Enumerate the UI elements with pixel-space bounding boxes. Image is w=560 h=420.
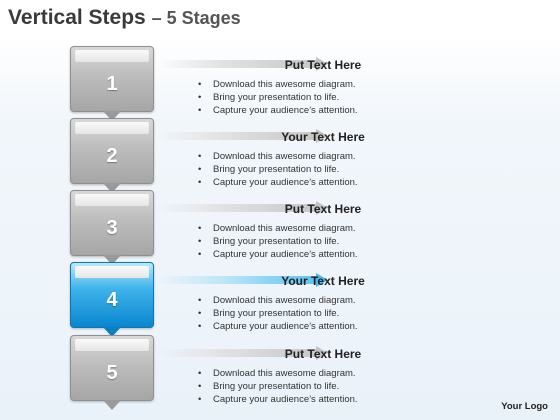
step-number: 3 <box>106 217 118 239</box>
right-arrow-icon <box>158 273 330 287</box>
step-heading: Put Text Here <box>284 347 362 361</box>
down-pointer-icon <box>103 400 121 410</box>
step-heading: Your Text Here <box>281 274 365 288</box>
step-box-cap <box>75 339 149 351</box>
step-bullet-list: Download this awesome diagram. Bring you… <box>198 367 358 406</box>
step-bullet-list: Download this awesome diagram. Bring you… <box>198 222 358 261</box>
step-number-box: 1 <box>70 46 154 112</box>
title-main: Vertical Steps <box>8 6 146 29</box>
title-subtitle: – 5 Stages <box>151 8 241 28</box>
step-heading: Your Text Here <box>281 130 365 144</box>
step-number-box: 4 <box>70 262 154 328</box>
step-heading: Put Text Here <box>284 58 362 72</box>
bullet-item: Bring your presentation to life. <box>198 91 358 104</box>
step-heading: Put Text Here <box>284 202 362 216</box>
bullet-item: Bring your presentation to life. <box>198 235 358 248</box>
step-number-box: 3 <box>70 190 154 256</box>
bullet-item: Download this awesome diagram. <box>198 150 358 163</box>
bullet-item: Capture your audience’s attention. <box>198 320 358 333</box>
slide-title: Vertical Steps – 5 Stages <box>8 6 241 30</box>
down-pointer-icon <box>103 255 121 265</box>
step-box-cap <box>75 122 149 134</box>
step-4: 4 Your Text Here Download this awesome d… <box>70 262 470 337</box>
step-number: 5 <box>106 362 118 384</box>
bullet-item: Capture your audience’s attention. <box>198 104 358 117</box>
bullet-item: Capture your audience’s attention. <box>198 176 358 189</box>
right-arrow-icon <box>158 201 330 215</box>
step-bullet-list: Download this awesome diagram. Bring you… <box>198 294 358 333</box>
step-box-cap <box>75 50 149 62</box>
bullet-item: Capture your audience’s attention. <box>198 393 358 406</box>
step-2: 2 Your Text Here Download this awesome d… <box>70 118 470 193</box>
down-pointer-icon <box>103 111 121 121</box>
bullet-item: Download this awesome diagram. <box>198 367 358 380</box>
bullet-item: Download this awesome diagram. <box>198 294 358 307</box>
right-arrow-icon <box>158 129 330 143</box>
step-box-cap <box>75 194 149 206</box>
step-1: 1 Put Text Here Download this awesome di… <box>70 46 470 121</box>
step-number-box: 2 <box>70 118 154 184</box>
step-number: 2 <box>106 145 118 167</box>
step-3: 3 Put Text Here Download this awesome di… <box>70 190 470 265</box>
step-box-cap <box>75 266 149 278</box>
bullet-item: Bring your presentation to life. <box>198 307 358 320</box>
bullet-item: Download this awesome diagram. <box>198 222 358 235</box>
step-bullet-list: Download this awesome diagram. Bring you… <box>198 150 358 189</box>
header-band <box>0 0 560 42</box>
bullet-item: Download this awesome diagram. <box>198 78 358 91</box>
bullet-item: Bring your presentation to life. <box>198 380 358 393</box>
step-5: 5 Put Text Here Download this awesome di… <box>70 335 470 410</box>
step-bullet-list: Download this awesome diagram. Bring you… <box>198 78 358 117</box>
bullet-item: Bring your presentation to life. <box>198 163 358 176</box>
step-number: 4 <box>106 289 118 311</box>
step-number: 1 <box>106 73 118 95</box>
bullet-item: Capture your audience’s attention. <box>198 248 358 261</box>
right-arrow-icon <box>158 346 330 360</box>
step-number-box: 5 <box>70 335 154 401</box>
right-arrow-icon <box>158 57 330 71</box>
down-pointer-icon <box>103 183 121 193</box>
logo-placeholder: Your Logo <box>501 401 548 412</box>
down-pointer-icon <box>103 327 121 337</box>
